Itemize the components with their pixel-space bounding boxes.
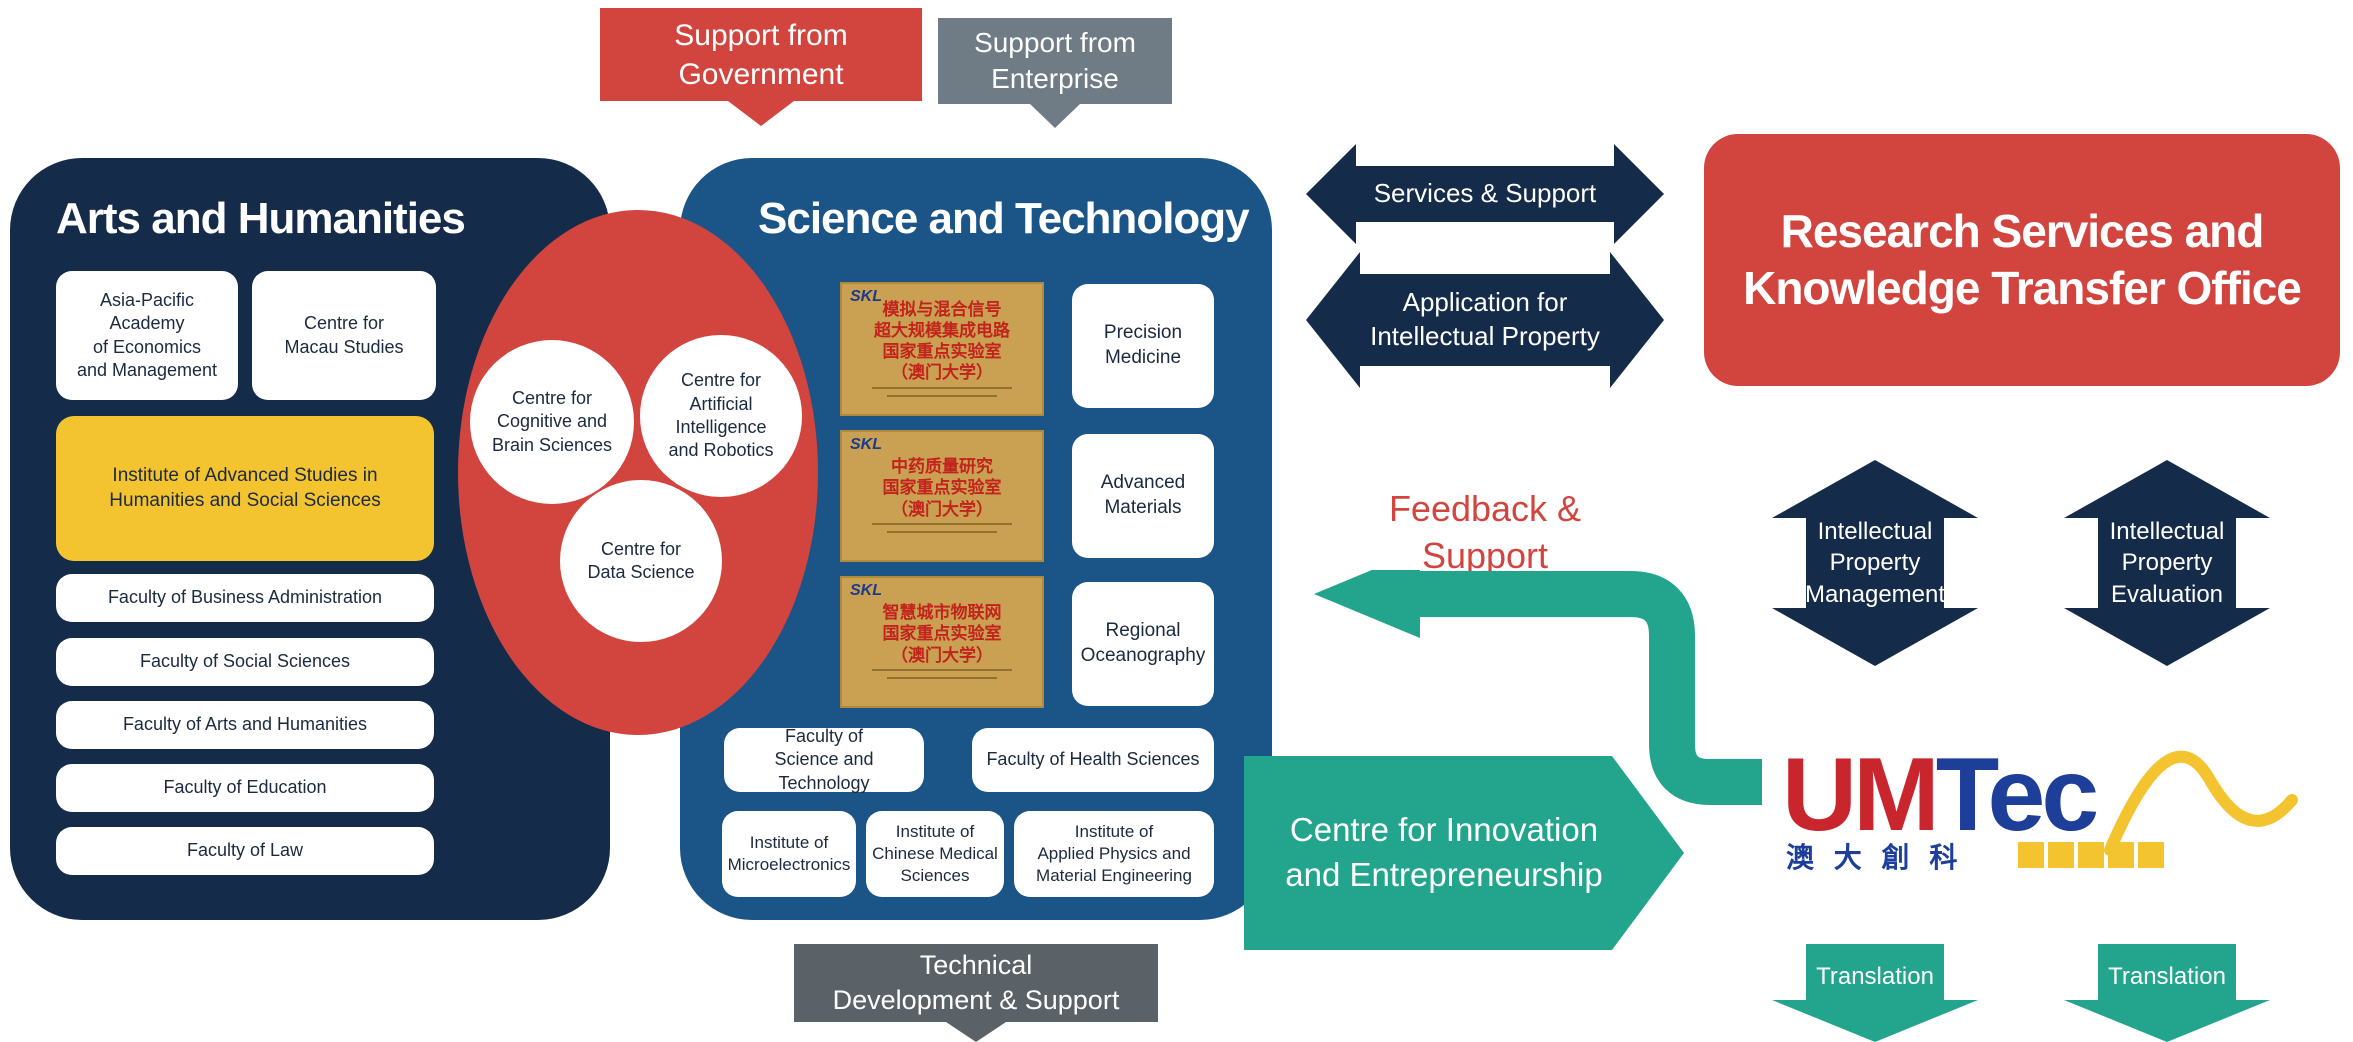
faculty-business-box: Faculty of Business Administration (56, 574, 434, 622)
logo-bar (2108, 842, 2134, 868)
cie-shape (1244, 756, 1684, 950)
services-arrow-shape (1306, 144, 1664, 244)
data-science-circle: Centre for Data Science (560, 480, 722, 642)
skl-plaque-3: SKL 智慧城市物联网 国家重点实验室 （澳门大学） (840, 576, 1044, 708)
umtec-bars (2018, 842, 2164, 868)
plaque-line (872, 386, 1012, 389)
ip-application-arrow: Application for Intellectual Property (1306, 252, 1664, 388)
technical-development-banner: Technical Development & Support (794, 944, 1158, 1042)
ip-management-label: Intellectual Property Management (1804, 518, 1946, 608)
enterprise-support-banner: Support from Enterprise (938, 18, 1172, 130)
plaque-line (887, 530, 997, 533)
translation-arrow-1: Translation (1772, 944, 1978, 1042)
institute-microelectronics-box: Institute of Microelectronics (722, 811, 856, 897)
ip-management-arrow-shape (1772, 460, 1978, 666)
plaque-line (887, 394, 997, 397)
asia-pacific-academy-box: Asia-Pacific Academy of Economics and Ma… (56, 271, 238, 400)
faculty-science-technology-box: Faculty of Science and Technology (724, 726, 924, 793)
services-support-label: Services & Support (1373, 178, 1597, 209)
logo-bar (2048, 842, 2074, 868)
faculty-health-sciences-box: Faculty of Health Sciences (972, 728, 1214, 792)
translation-label-1: Translation (1816, 963, 1934, 991)
skl-plaque-2: SKL 中药质量研究 国家重点实验室 （澳门大学） (840, 430, 1044, 562)
feedback-arrow (1314, 570, 1762, 805)
government-banner-label: Support from Government (674, 18, 848, 91)
skl-tag: SKL (850, 436, 882, 453)
research-services-office-box: Research Services and Knowledge Transfer… (1704, 134, 2340, 386)
institute-applied-physics-box: Institute of Applied Physics and Materia… (1014, 811, 1214, 897)
logo-bar (2138, 842, 2164, 868)
ip-evaluation-arrow-shape (2064, 460, 2270, 666)
regional-oceanography-box: Regional Oceanography (1072, 582, 1214, 706)
enterprise-banner-shape (938, 18, 1172, 128)
skl-plaque-1-name: 模拟与混合信号 超大规模集成电路 国家重点实验室 （澳门大学） (874, 299, 1010, 383)
translation-arrow-2: Translation (2064, 944, 2270, 1042)
skl-tag: SKL (850, 288, 882, 305)
macau-studies-box: Centre for Macau Studies (252, 271, 436, 400)
umtec-logo-text: UMTec (1782, 737, 2099, 853)
government-banner-shape (600, 8, 922, 126)
precision-medicine-box: Precision Medicine (1072, 284, 1214, 408)
government-support-banner: Support from Government (600, 8, 922, 128)
ai-robotics-circle: Centre for Artificial Intelligence and R… (640, 335, 802, 497)
translation-arrow-2-shape (2064, 944, 2270, 1042)
logo-bar (2078, 842, 2104, 868)
skl-plaque-1: SKL 模拟与混合信号 超大规模集成电路 国家重点实验室 （澳门大学） (840, 282, 1044, 416)
ip-evaluation-label: Intellectual Property Evaluation (2109, 518, 2225, 608)
faculty-law-box: Faculty of Law (56, 827, 434, 875)
enterprise-banner-label: Support from Enterprise (974, 26, 1136, 94)
faculty-social-sciences-box: Faculty of Social Sciences (56, 638, 434, 686)
technical-banner-label: Technical Development & Support (832, 949, 1120, 1015)
science-technology-panel: Science and Technology SKL 模拟与混合信号 超大规模集… (680, 158, 1272, 920)
faculty-education-box: Faculty of Education (56, 764, 434, 812)
ip-application-arrow-shape (1306, 252, 1664, 388)
plaque-line (872, 522, 1012, 525)
institute-chinese-medical-box: Institute of Chinese Medical Sciences (866, 811, 1004, 897)
cognitive-brain-sciences-circle: Centre for Cognitive and Brain Sciences (470, 340, 634, 504)
logo-bar (2018, 842, 2044, 868)
skl-plaque-3-name: 智慧城市物联网 国家重点实验室 （澳门大学） (882, 603, 1002, 665)
cie-label: Centre for Innovation and Entrepreneursh… (1285, 811, 1603, 893)
science-panel-title: Science and Technology (758, 194, 1250, 243)
plaque-line (887, 676, 997, 679)
ip-evaluation-arrow: Intellectual Property Evaluation (2064, 460, 2270, 666)
translation-label-2: Translation (2108, 963, 2226, 991)
arts-panel-title: Arts and Humanities (56, 194, 466, 243)
services-support-arrow: Services & Support (1306, 144, 1664, 244)
umtec-chinese-text: 澳 大 創 科 (1786, 842, 1964, 873)
skl-tag: SKL (850, 582, 882, 599)
advanced-materials-box: Advanced Materials (1072, 434, 1214, 558)
technical-banner-shape (794, 944, 1158, 1042)
umtec-logo: UMTec 澳 大 創 科 (1782, 740, 2302, 890)
umtec-wave-icon (2104, 750, 2298, 856)
plaque-line (872, 668, 1012, 671)
faculty-arts-humanities-box: Faculty of Arts and Humanities (56, 701, 434, 749)
institute-advanced-studies-box: Institute of Advanced Studies in Humanit… (56, 416, 434, 561)
skl-plaque-2-name: 中药质量研究 国家重点实验室 （澳门大学） (882, 457, 1002, 519)
feedback-support-label: Feedback & Support (1388, 488, 1582, 576)
ip-application-label: Application for Intellectual Property (1370, 287, 1600, 351)
arts-humanities-panel: Arts and Humanities Asia-Pacific Academy… (10, 158, 610, 920)
cie-box: Centre for Innovation and Entrepreneursh… (1244, 756, 1684, 950)
ip-management-arrow: Intellectual Property Management (1772, 460, 1978, 666)
translation-arrow-1-shape (1772, 944, 1978, 1042)
